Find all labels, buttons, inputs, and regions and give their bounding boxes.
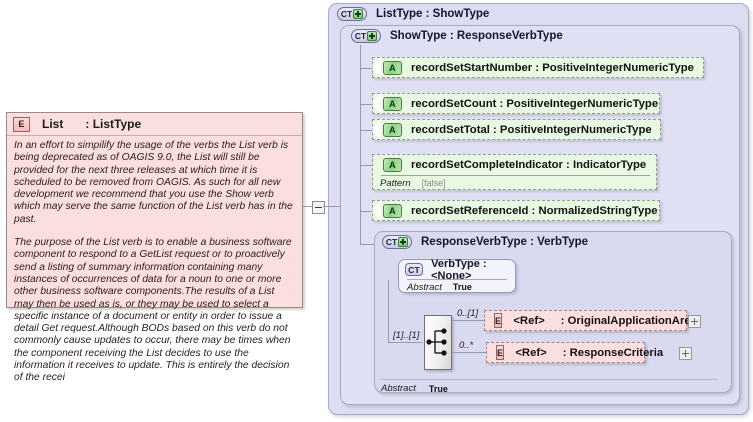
complextype-header-responseverbtype: CT ResponseVerbType : VerbType: [375, 232, 731, 252]
attribute-notch-icon: [372, 93, 381, 114]
abstract-label: Abstract: [381, 383, 416, 394]
complextype-title-showtype: ShowType : ResponseVerbType: [390, 30, 563, 42]
complextype-title-responseverbtype: ResponseVerbType : VerbType: [421, 236, 589, 248]
tree-spine-showtype: [360, 45, 361, 245]
complextype-plus-icon-showtype[interactable]: CT: [351, 29, 381, 43]
element-ref-name: <Ref>: [513, 314, 545, 327]
element-name: List: [42, 117, 64, 131]
complextype-plus-icon-responseverbtype[interactable]: CT: [382, 235, 412, 249]
sequence-branch-1: [452, 320, 484, 321]
element-ref-responsecriteria[interactable]: E <Ref> : ResponseCriteria: [486, 342, 663, 363]
element-badge-icon: E: [13, 116, 30, 132]
cardinality-ref-1: 0..[1]: [457, 308, 479, 319]
abstract-label: Abstract: [407, 281, 442, 293]
attribute-row-with-facet[interactable]: A recordSetCompleteIndicator : Indicator…: [372, 154, 657, 190]
complextype-box-verbtype[interactable]: CT VerbType : <None> Abstract True: [398, 257, 516, 294]
attribute-notch-icon: [372, 200, 381, 221]
attribute-notch-icon: [372, 57, 381, 78]
connector-line-left: [303, 206, 312, 207]
sequence-branch-2: [452, 352, 486, 353]
plus-glyph-icon: [353, 9, 364, 19]
sequence-compositor-icon[interactable]: [424, 315, 452, 370]
element-ref-originalapplicationarea[interactable]: E <Ref> : OriginalApplicationArea: [484, 310, 697, 331]
attribute-row[interactable]: A recordSetReferenceId : NormalizedStrin…: [372, 200, 660, 221]
element-ref-type: : OriginalApplicationArea: [560, 314, 697, 327]
plus-glyph-icon-responseverbtype: [398, 237, 409, 247]
complextype-badge-icon-verbtype: CT: [405, 263, 424, 276]
cardinality-sequence: [1]..[1]: [393, 330, 420, 341]
complextype-title-listtype: ListType : ShowType: [376, 8, 490, 20]
attribute-label: recordSetReferenceId : NormalizedStringT…: [411, 204, 658, 217]
tree-branch-to-sequence: [388, 342, 423, 343]
cardinality-ref-2: 0..*: [459, 340, 474, 351]
attribute-row[interactable]: A recordSetTotal : PositiveIntegerNumeri…: [372, 119, 661, 140]
tree-branch-2: [360, 104, 373, 105]
sequence-glyph: [426, 328, 447, 356]
plus-glyph-icon-showtype: [367, 31, 378, 41]
attribute-notch-icon: [372, 119, 381, 140]
attribute-label: recordSetTotal : PositiveIntegerNumericT…: [411, 123, 652, 136]
element-badge-icon: E: [496, 345, 505, 360]
attribute-badge-icon: A: [383, 158, 402, 172]
attribute-badge-icon: A: [383, 122, 402, 137]
minus-glyph: [315, 207, 322, 208]
abstract-value: True: [428, 383, 448, 394]
ct-badge-text-showtype: CT: [354, 31, 367, 41]
attribute-badge-icon: A: [383, 96, 402, 111]
expand-button-originalapplicationarea[interactable]: [688, 315, 701, 328]
attribute-label: recordSetStartNumber : PositiveIntegerNu…: [411, 61, 694, 74]
connector-line-right: [323, 206, 341, 207]
element-box-list[interactable]: E List : ListType In an effort to simpil…: [6, 112, 303, 383]
element-ref-type: : ResponseCriteria: [562, 346, 664, 359]
attribute-label: recordSetCount : PositiveIntegerNumericT…: [411, 97, 659, 110]
attribute-badge-icon: A: [383, 60, 402, 75]
collapse-toggle-icon[interactable]: [312, 201, 325, 214]
complextype-title-verbtype: VerbType : <None>: [431, 257, 487, 282]
attribute-label: recordSetCompleteIndicator : IndicatorTy…: [411, 159, 647, 171]
attribute-row[interactable]: A recordSetCount : PositiveIntegerNumeri…: [372, 93, 660, 114]
tree-branch-1: [360, 68, 373, 69]
tree-branch-5: [360, 211, 373, 212]
attribute-facet-header: A recordSetCompleteIndicator : Indicator…: [373, 155, 656, 175]
ct-badge-text: CT: [340, 9, 353, 19]
facet-name: Pattern: [380, 177, 411, 189]
facet-row-pattern: Pattern [false]: [373, 176, 656, 190]
element-ref-name: <Ref>: [515, 346, 547, 359]
element-header: E List : ListType: [7, 113, 302, 136]
verbtype-separator: [407, 279, 507, 280]
verbtype-header: CT VerbType : <None>: [399, 257, 515, 282]
facet-value: [false]: [421, 178, 446, 188]
tree-branch-6: [360, 244, 374, 245]
tree-spine-responseverbtype: [388, 280, 389, 343]
tree-branch-4: [360, 165, 373, 166]
responseverbtype-separator: [381, 379, 717, 380]
tree-branch-3: [360, 130, 373, 131]
element-doc-paragraph-2: The purpose of the List verb is to enabl…: [14, 237, 292, 384]
ct-badge-text-responseverbtype: CT: [385, 237, 398, 247]
responseverbtype-abstract-row: Abstract True: [381, 383, 448, 394]
abstract-value: True: [452, 282, 472, 292]
attribute-row[interactable]: A recordSetStartNumber : PositiveInteger…: [372, 57, 704, 78]
complextype-header-showtype: CT ShowType : ResponseVerbType: [341, 26, 739, 46]
element-type: : ListType: [85, 117, 142, 131]
complextype-plus-icon[interactable]: CT: [337, 7, 367, 21]
verbtype-abstract-row: Abstract True: [399, 280, 515, 294]
attribute-badge-icon: A: [383, 203, 402, 218]
element-doc-paragraph-1: In an effort to simpilify the usage of t…: [14, 140, 293, 225]
element-badge-icon: E: [494, 313, 503, 328]
expand-button-responsecriteria[interactable]: [679, 347, 692, 360]
facet-separator: [381, 175, 650, 176]
element-documentation: In an effort to simpilify the usage of t…: [7, 136, 302, 387]
complextype-header-listtype: CT ListType : ShowType: [329, 4, 748, 24]
